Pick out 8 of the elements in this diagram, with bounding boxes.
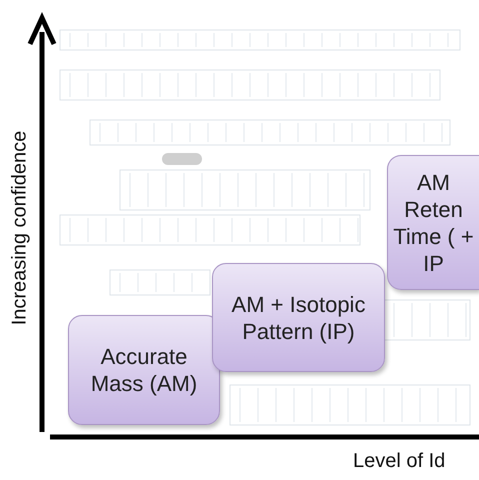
step-box [68,315,220,425]
axis-label: Increasing confidence [8,130,32,326]
step-text: Accurate Mass (AM) [90,343,198,397]
step-text: AM Reten Time ( + IP [392,168,475,276]
step-box [387,155,479,290]
axis-label: Level of Id [353,450,446,473]
step-box [212,263,385,372]
step-text: AM + Isotopic Pattern (IP) [230,290,366,344]
